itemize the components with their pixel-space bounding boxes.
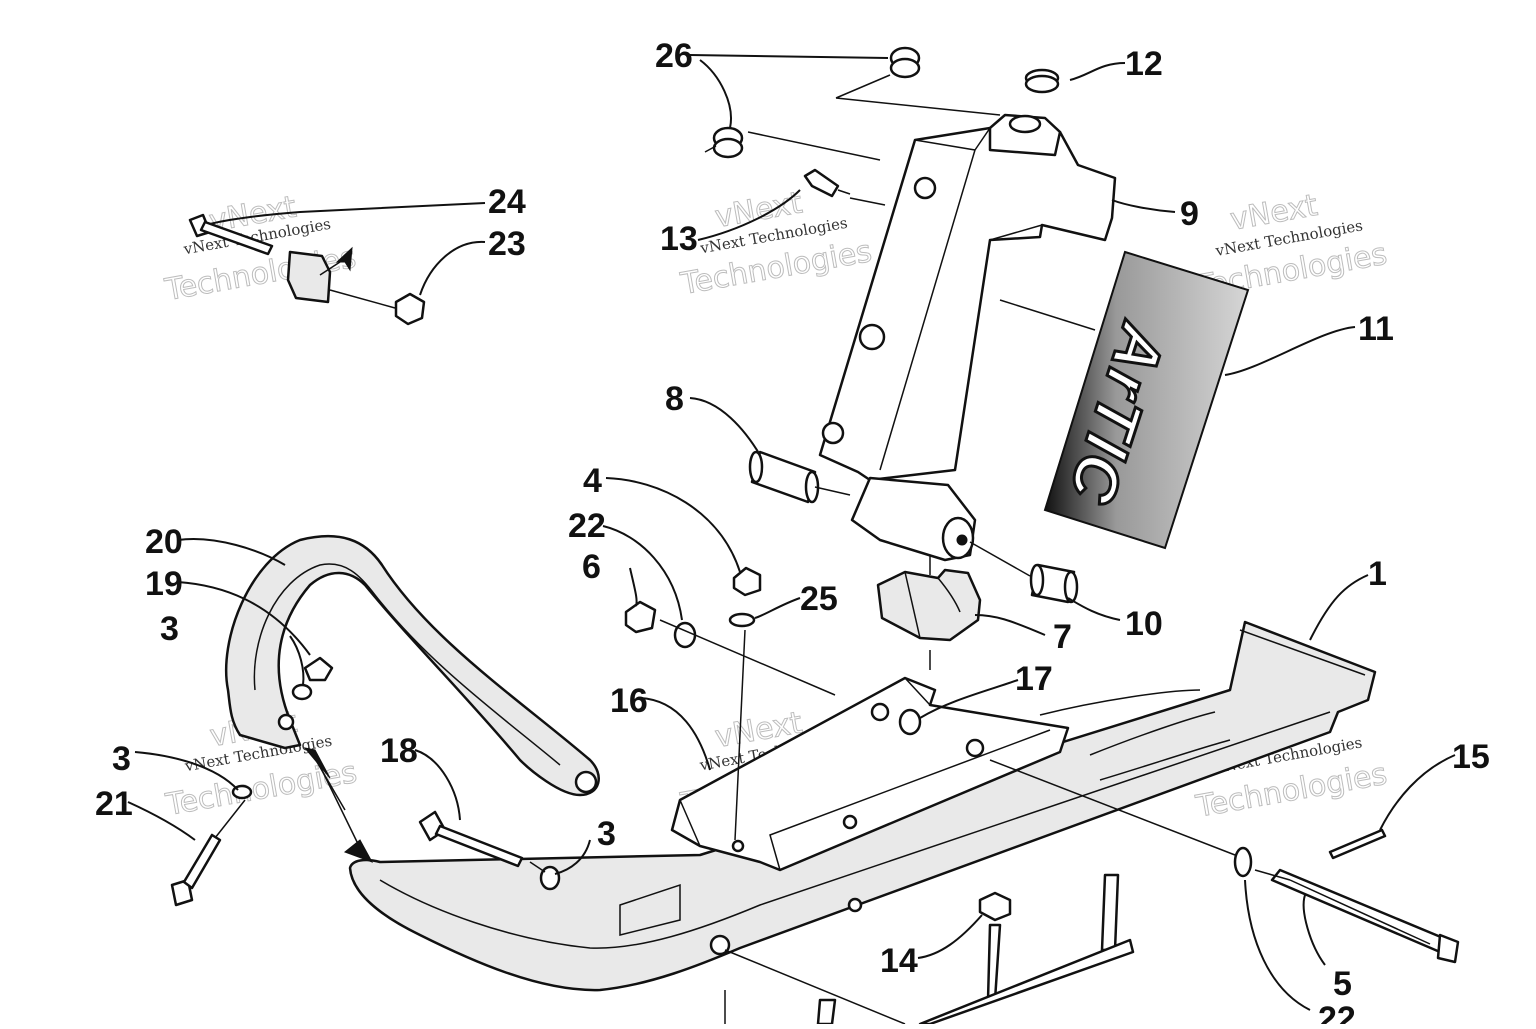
washer-3-bottom	[539, 865, 561, 891]
callout-15: 15	[1452, 738, 1490, 776]
callout-5: 5	[1333, 965, 1352, 1003]
bolt-21	[170, 833, 222, 907]
callout-4: 4	[583, 462, 602, 500]
callout-20: 20	[145, 523, 183, 561]
callout-9: 9	[1180, 195, 1199, 233]
washer-22-right	[1233, 846, 1253, 878]
cotter-pin	[1328, 828, 1387, 860]
cap-12	[1024, 68, 1060, 94]
callout-22-left: 22	[568, 507, 606, 545]
callout-7: 7	[1053, 618, 1072, 656]
callout-11: 11	[1358, 310, 1394, 348]
washer-22-left	[673, 621, 697, 649]
callout-3-left: 3	[112, 740, 131, 778]
washer-25	[728, 612, 756, 628]
grease-fitting-13	[803, 168, 851, 198]
washer-17	[898, 708, 922, 736]
callout-21: 21	[95, 785, 133, 823]
grommet-26-upper	[889, 46, 921, 79]
callout-25: 25	[800, 580, 838, 618]
callout-26: 26	[655, 37, 693, 75]
callout-labels: 1 3 3 3 4 5 6 7 8 9 10 11 12 13 14 15 16…	[95, 37, 1490, 1029]
callout-16: 16	[610, 682, 648, 720]
washer-3-upper	[291, 683, 313, 701]
nut-4	[732, 566, 762, 597]
bolt-18	[418, 810, 524, 868]
shock-absorber-part	[818, 113, 1117, 562]
detail-bolt-24	[188, 213, 426, 326]
watermark-top-right: Technologies vNext vNext Technologies	[1192, 188, 1390, 306]
callout-14: 14	[880, 942, 918, 980]
callout-1: 1	[1368, 555, 1387, 593]
bushing-8	[748, 450, 820, 504]
callout-23: 23	[488, 225, 526, 263]
callout-19: 19	[145, 565, 183, 603]
callout-10: 10	[1125, 605, 1163, 643]
ski-handle-part	[224, 535, 600, 797]
callout-12: 12	[1125, 45, 1163, 83]
callout-22-right: 22	[1318, 1000, 1356, 1024]
bolt-5	[1270, 868, 1460, 964]
watermark-top-center: Technologies vNext vNext Technologies	[677, 185, 875, 303]
callout-8: 8	[665, 380, 684, 418]
nut-6	[624, 600, 657, 634]
grommet-26-lower	[704, 126, 744, 159]
callout-3-upper: 3	[160, 610, 179, 648]
rubber-block-part	[876, 568, 982, 642]
spindle-part	[670, 676, 1070, 872]
leader-lines	[127, 54, 1456, 1025]
callout-3-bottom: 3	[597, 815, 616, 853]
callout-18: 18	[380, 732, 418, 770]
bushing-10	[1029, 563, 1079, 604]
nut-19	[303, 656, 334, 682]
callout-13: 13	[660, 220, 698, 258]
callout-24: 24	[488, 183, 526, 221]
decal-part: ArTIC	[1043, 250, 1250, 550]
callout-6: 6	[582, 548, 601, 586]
callout-17: 17	[1015, 660, 1053, 698]
